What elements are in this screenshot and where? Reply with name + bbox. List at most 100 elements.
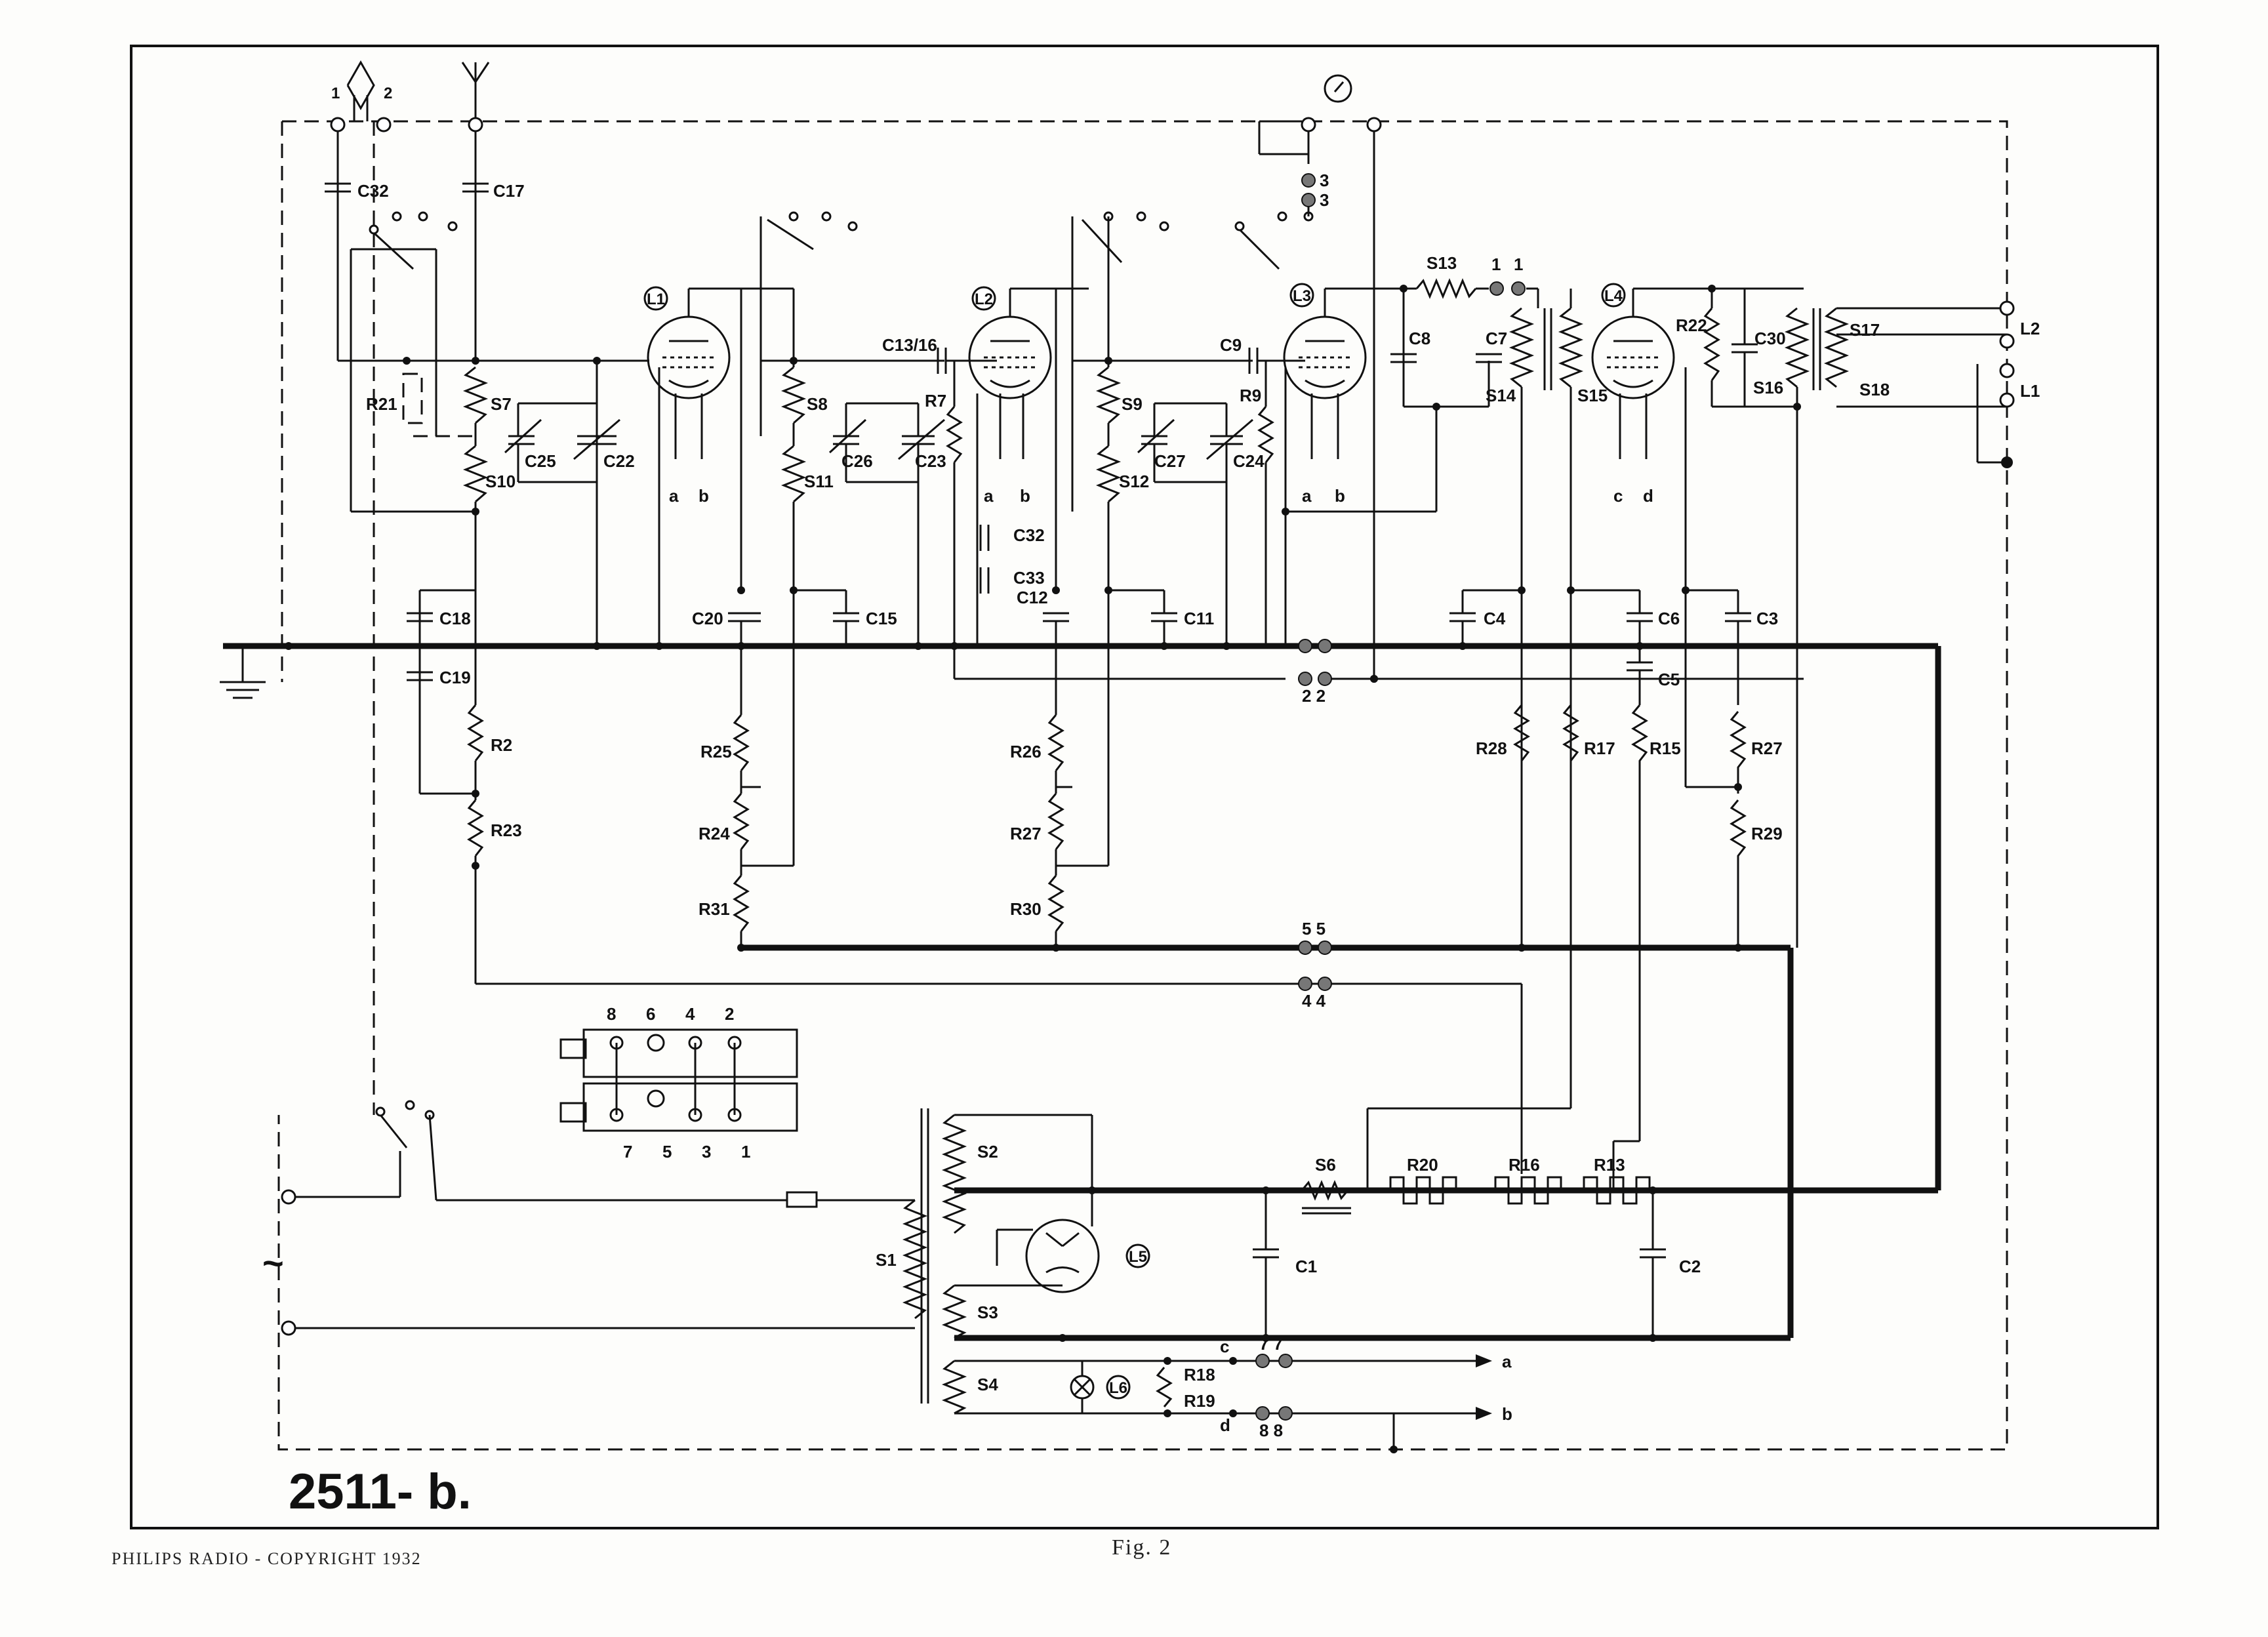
s2-label: S2 (977, 1142, 998, 1162)
l6-label: L6 (1109, 1379, 1127, 1397)
c21-label: C22 (603, 451, 635, 471)
socket-pin-4: 4 (685, 1004, 695, 1024)
l3-label: L3 (1293, 287, 1311, 305)
s7-label: S7 (491, 394, 512, 414)
c2-label: C2 (1679, 1257, 1701, 1276)
drawing-frame (130, 45, 2159, 1529)
l1-label: L1 (647, 291, 665, 308)
rectifier-tube-l5 (996, 1219, 1100, 1293)
c23-label: C24 (1233, 451, 1265, 471)
lead-3-bottom: 3 (1320, 190, 1329, 210)
coil-s12 (1095, 445, 1122, 503)
mains-fuse (786, 1191, 818, 1208)
resistor-r19 (1389, 1176, 1457, 1205)
socket-pin-1: 1 (741, 1142, 750, 1162)
capacitor-c11 (1151, 590, 1177, 646)
capacitor-c1 (1253, 1190, 1279, 1338)
capacitor-c3 (1725, 590, 1751, 705)
c3-label: C3 (1756, 609, 1778, 628)
lead-1-left: 1 (1491, 254, 1501, 274)
coil-s17-s18 (1823, 307, 1850, 388)
socket-pin-3: 3 (702, 1142, 711, 1162)
l4-label: L4 (1604, 287, 1623, 305)
r30-label: R30 (1010, 899, 1042, 919)
resistor-r17-r18 (1156, 1367, 1173, 1407)
l1-heater-b: b (699, 486, 709, 506)
r13-label: R13 (1594, 1155, 1625, 1175)
tube-socket-diagram (559, 1028, 798, 1132)
resistor-r22 (467, 799, 484, 857)
transformer-s3 (941, 1284, 967, 1339)
r24-label: R25 (700, 742, 732, 761)
tube-l2 (968, 289, 1052, 459)
capacitor-c21 (573, 418, 620, 460)
resistor-r29 (1730, 799, 1747, 948)
c1-label: C1 (1295, 1257, 1317, 1276)
capacitor-c19 (407, 671, 433, 681)
coil-s8 (780, 366, 807, 424)
c13-16-label: C13/16 (882, 335, 937, 355)
s4-label: S4 (977, 1375, 998, 1394)
resistor-r13 (1583, 1176, 1651, 1205)
aerial-connector-icon (346, 60, 375, 121)
capacitor-c6 (1627, 590, 1653, 646)
resistor-r15 (1494, 1176, 1562, 1205)
capacitor-c2 (1640, 1190, 1666, 1338)
s13-label: S13 (1427, 253, 1457, 273)
socket-pin-7: 7 (623, 1142, 632, 1162)
antenna-icon (461, 62, 490, 121)
s18-label: S18 (1859, 380, 1890, 399)
coil-s15 (1558, 307, 1584, 388)
resistor-r24 (733, 714, 750, 771)
c6-label: C6 (1658, 609, 1680, 628)
r27-label: R27 (1751, 738, 1783, 758)
socket-pin-2: 2 (725, 1004, 734, 1024)
wave-switch-1 (369, 211, 458, 270)
c24-label: C25 (525, 451, 556, 471)
capacitor-c33 (979, 567, 990, 594)
capacitor-c32 (979, 525, 990, 551)
r14-label: R15 (1650, 738, 1681, 758)
lead-1-right: 1 (1514, 254, 1523, 274)
pilot-lamp-l6 (1070, 1375, 1095, 1400)
resistor-r16 (1562, 704, 1579, 787)
socket-pin-5: 5 (662, 1142, 672, 1162)
capacitor-c7 (1476, 353, 1502, 363)
capacitor-c18 (407, 612, 433, 622)
coil-s14 (1509, 307, 1535, 388)
c30-label: C30 (1754, 329, 1786, 348)
l2-heater-b: b (1020, 486, 1030, 506)
s1-label: S1 (876, 1250, 897, 1270)
resistor-r27 (1730, 711, 1747, 794)
lead-8-pair-label: 8 8 (1259, 1421, 1283, 1440)
s12-label: S12 (1119, 472, 1149, 491)
r16-label: R17 (1584, 738, 1615, 758)
r15-label: R16 (1509, 1155, 1540, 1175)
coil-s11 (780, 445, 807, 503)
transformer-s4 (941, 1360, 967, 1415)
lead-4-pair-label: 4 4 (1302, 991, 1326, 1011)
c22-label: C23 (915, 451, 946, 471)
c4-label: C4 (1484, 609, 1506, 628)
resistor-r14 (1631, 704, 1648, 787)
resistor-r26 (1047, 793, 1064, 850)
transformer-s1 (902, 1199, 928, 1320)
capacitor-c12 (1043, 612, 1069, 622)
capacitor-c8 (1390, 353, 1417, 363)
heater-d-label: d (1220, 1415, 1230, 1435)
figure-number: 2511- b. (289, 1464, 472, 1520)
r21-label: R21 (366, 394, 397, 414)
resistor-r9 (1257, 406, 1274, 463)
tube-l3 (1283, 289, 1367, 459)
junction-dots (285, 285, 1801, 1453)
lead-2-pair-label: 2 2 (1302, 686, 1326, 706)
resistor-r30 (1047, 875, 1064, 932)
screen-outline (277, 120, 2008, 1451)
wave-switch-4 (1234, 211, 1314, 270)
c33-label: C33 (1013, 568, 1045, 588)
wave-switch-2 (767, 211, 858, 251)
capacitor-c23 (1206, 403, 1253, 646)
aerial-terminal-2-label: 2 (384, 85, 392, 102)
speaker-l1-label: L1 (2020, 381, 2040, 401)
r20-label: R22 (1676, 315, 1707, 335)
